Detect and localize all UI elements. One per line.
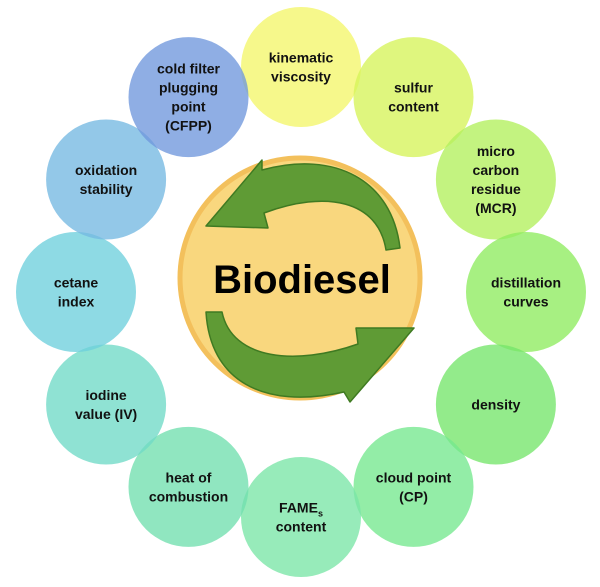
iodine-value-circle — [46, 344, 167, 465]
kinematic-viscosity-label-line: kinematic — [269, 50, 334, 66]
fames-content-circle — [241, 457, 361, 577]
oxidation-stability-label-line: stability — [80, 181, 133, 197]
cold-filter-plugging-point-label: cold filter plugging point (CFPP) — [157, 61, 221, 134]
heat-of-combustion-circle — [128, 426, 249, 547]
cold-filter-plugging-point-label-line: (CFPP) — [165, 118, 212, 134]
density-circle — [435, 344, 556, 465]
distillation-curves-label-line: curves — [503, 294, 548, 310]
distillation-curves-label-line: distillation — [491, 275, 561, 291]
density-label-line: density — [471, 397, 520, 413]
fames-content-label-line: content — [276, 519, 327, 535]
cold-filter-plugging-point-label-line: cold filter — [157, 61, 221, 77]
cloud-point-label-line: cloud point — [376, 469, 452, 485]
cetane-index-label-line: index — [58, 294, 95, 310]
oxidation-stability-label-line: oxidation — [75, 162, 137, 178]
sulfur-content-label-line: sulfur — [394, 80, 433, 96]
cold-filter-plugging-point-label-line: point — [171, 99, 206, 115]
micro-carbon-residue-label: micro carbon residue (MCR) — [471, 143, 521, 216]
distillation-curves-label: distillation curves — [491, 275, 561, 310]
cycle-arrow-bottom — [205, 311, 415, 403]
kinematic-viscosity-label-line: viscosity — [271, 69, 331, 85]
cold-filter-plugging-point-label-line: plugging — [159, 80, 218, 96]
cold-filter-plugging-point-circle — [128, 37, 249, 158]
sulfur-content-circle — [353, 37, 474, 158]
cycle-arrow-top — [205, 159, 401, 251]
fames-content-label-line: FAME — [279, 500, 318, 516]
distillation-curves-circle — [466, 232, 586, 352]
density-label: density — [471, 397, 520, 413]
heat-of-combustion-label-line: combustion — [149, 488, 228, 504]
oxidation-stability-label: oxidation stability — [75, 162, 137, 197]
sulfur-content-label: sulfur content — [388, 80, 439, 115]
kinematic-viscosity-circle — [241, 7, 361, 127]
cetane-index-circle — [16, 232, 136, 352]
micro-carbon-residue-label-line: micro — [477, 143, 515, 159]
micro-carbon-residue-label-line: carbon — [473, 162, 520, 178]
cetane-index-label-line: cetane — [54, 275, 99, 291]
oxidation-stability-circle — [46, 119, 167, 240]
kinematic-viscosity-label: kinematic viscosity — [269, 50, 334, 85]
center-title: Biodiesel — [213, 258, 391, 302]
cetane-index-label: cetane index — [54, 275, 99, 310]
micro-carbon-residue-circle — [435, 119, 556, 240]
iodine-value-label: iodine value (IV) — [75, 387, 137, 422]
cloud-point-label: cloud point (CP) — [376, 469, 452, 504]
fames-content-subscript: s — [318, 509, 323, 519]
property-ring: kinematic viscosity sulfur content micro carb… — [16, 7, 586, 577]
heat-of-combustion-label-line: heat of — [166, 469, 212, 485]
sulfur-content-label-line: content — [388, 99, 439, 115]
iodine-value-label-line: value (IV) — [75, 406, 137, 422]
micro-carbon-residue-label-line: residue — [471, 181, 521, 197]
heat-of-combustion-label: heat of combustion — [149, 469, 228, 504]
iodine-value-label-line: iodine — [85, 387, 126, 403]
center-group: Biodiesel — [177, 155, 423, 403]
cloud-point-label-line: (CP) — [399, 488, 428, 504]
micro-carbon-residue-label-line: (MCR) — [475, 200, 516, 216]
cloud-point-circle — [353, 426, 474, 547]
